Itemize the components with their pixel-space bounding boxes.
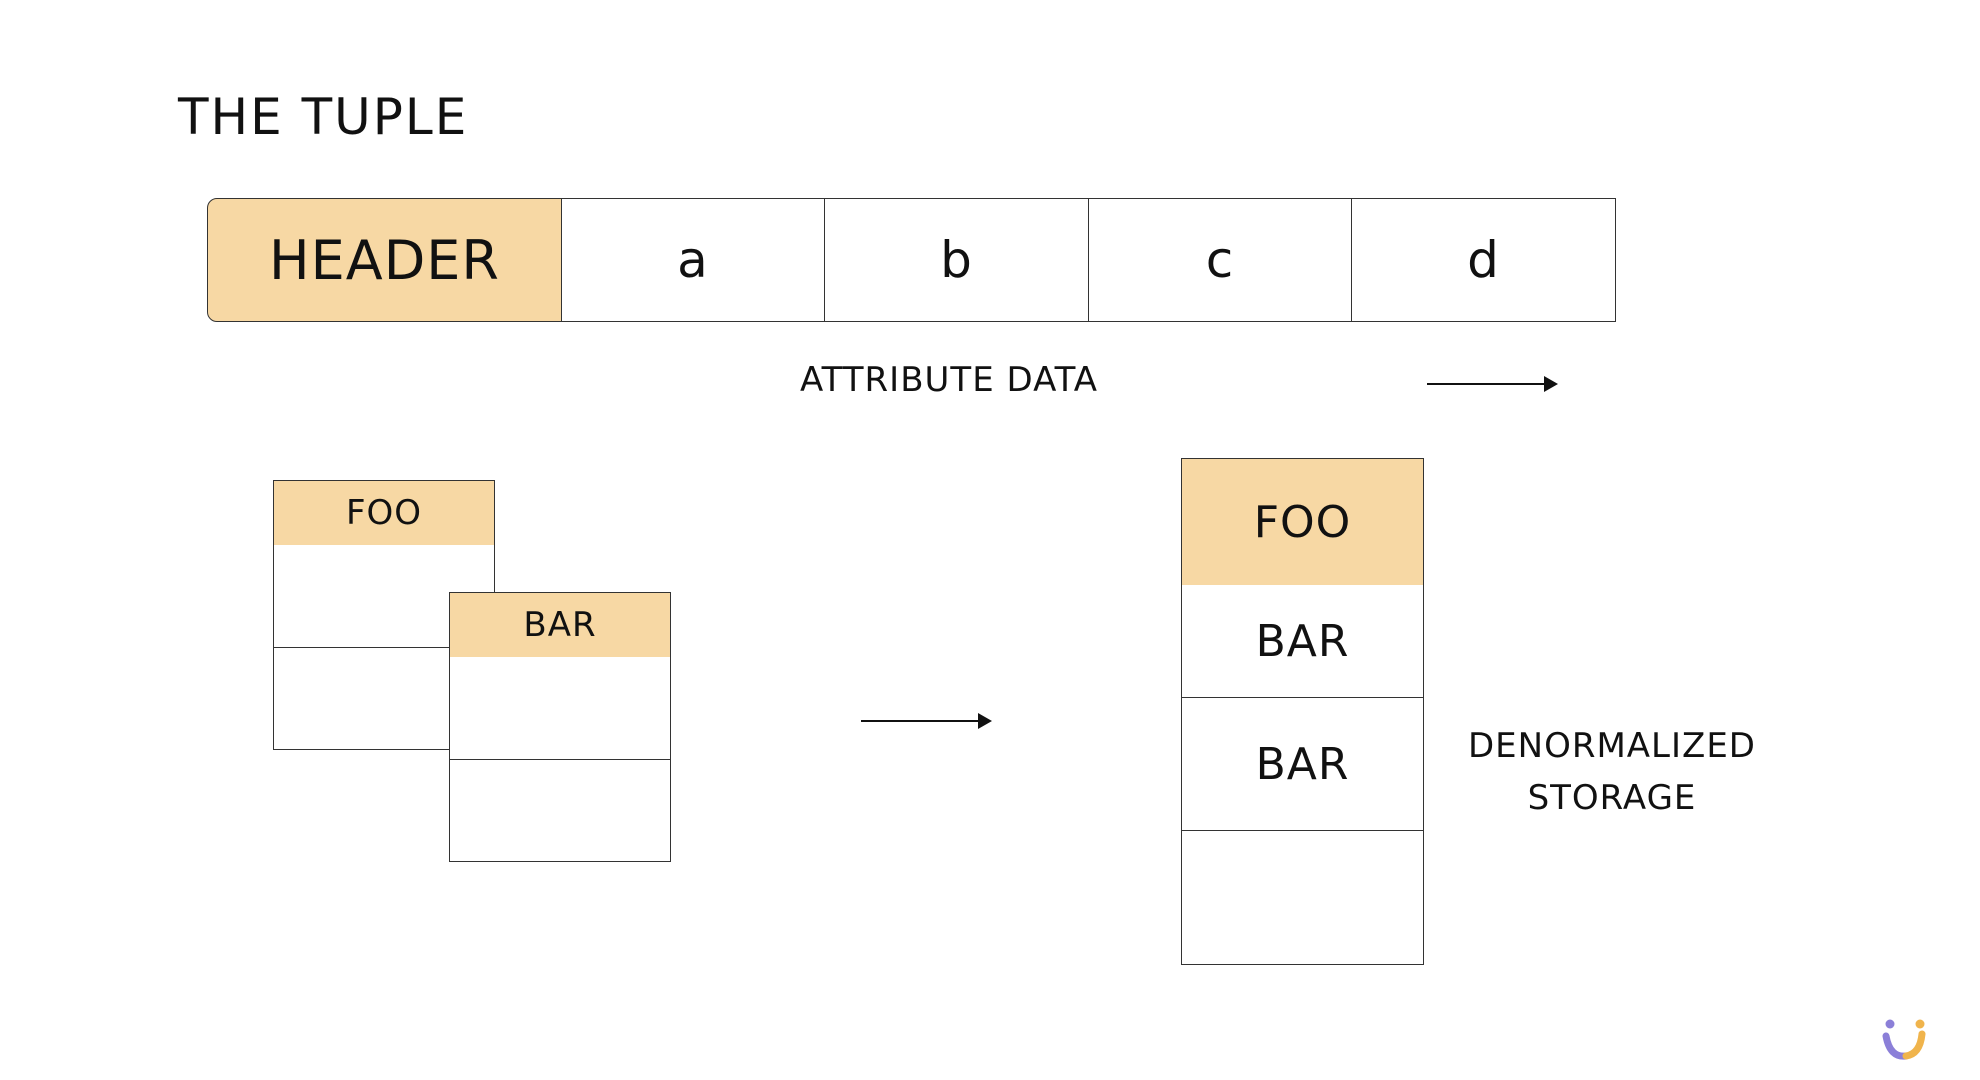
tuple-diagram: HEADER a b c d <box>207 198 1617 322</box>
attribute-cell-a: a <box>560 198 826 322</box>
tuple-header-cell: HEADER <box>207 198 562 322</box>
bar-record-row <box>450 657 670 759</box>
denormalized-label-line1: DENORMALIZED <box>1467 726 1756 766</box>
attribute-cell-c: c <box>1087 198 1353 322</box>
transform-arrow-icon <box>861 713 992 729</box>
denormalized-bar-cell: BAR <box>1255 615 1350 667</box>
bar-record: BAR <box>449 592 671 862</box>
bar-record-header: BAR <box>450 593 670 657</box>
denormalized-column: FOO BAR BAR <box>1181 458 1424 965</box>
denormalized-empty-cell <box>1182 830 1423 964</box>
attribute-cell-d: d <box>1351 198 1616 322</box>
slide-title: THE TUPLE <box>178 88 469 146</box>
foo-record-header: FOO <box>274 481 494 545</box>
denormalized-label-line2: STORAGE <box>1527 778 1697 818</box>
denormalized-foo-cell: FOO <box>1182 459 1423 585</box>
attribute-arrow-icon <box>1427 376 1558 392</box>
denormalized-bar-cell: BAR <box>1182 697 1423 830</box>
foo-record-row <box>274 647 494 749</box>
attribute-cell-b: b <box>824 198 1089 322</box>
attribute-data-label: ATTRIBUTE DATA <box>800 360 1099 400</box>
brand-logo-icon <box>1882 1019 1926 1060</box>
denormalized-storage-label: DENORMALIZED STORAGE <box>1452 720 1772 824</box>
bar-record-row <box>450 759 670 861</box>
